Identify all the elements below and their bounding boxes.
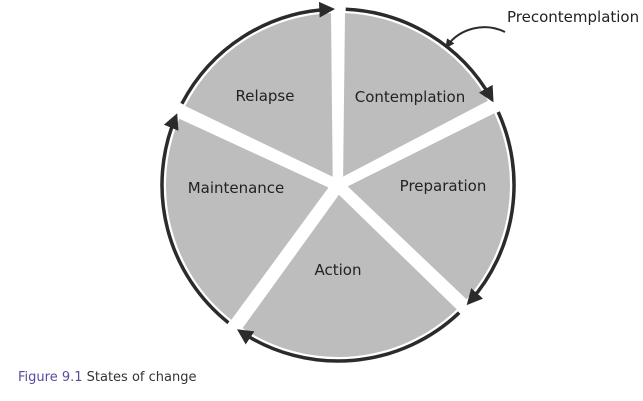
figure-title: States of change bbox=[86, 370, 197, 385]
figure-number: Figure 9.1 bbox=[18, 370, 83, 385]
arrow-preparation-to-action bbox=[466, 111, 516, 306]
stage-label-maintenance: Maintenance bbox=[188, 179, 285, 197]
stage-label-preparation: Preparation bbox=[400, 177, 487, 195]
stage-label-action: Action bbox=[315, 261, 362, 279]
cycle-arrows bbox=[160, 1, 516, 363]
segment-preparation bbox=[347, 113, 510, 300]
arrow-action-to-maintenance bbox=[236, 311, 461, 363]
stage-label-contemplation: Contemplation bbox=[355, 88, 466, 106]
segment-action bbox=[242, 194, 457, 357]
segment-contemplation bbox=[343, 13, 488, 177]
figure-caption: Figure 9.1 States of change bbox=[18, 370, 196, 385]
precontemplation-label: Precontemplation bbox=[507, 8, 639, 26]
arrow-contemplation-to-preparation bbox=[345, 7, 494, 103]
segment-relapse bbox=[185, 13, 333, 177]
arrow-relapse-to-contemplation bbox=[180, 1, 336, 105]
stage-label-relapse: Relapse bbox=[236, 87, 295, 105]
segment-maintenance bbox=[166, 118, 329, 320]
arrow-maintenance-to-relapse bbox=[160, 113, 230, 325]
precontemplation-arrow bbox=[445, 26, 506, 49]
stage-segments bbox=[166, 13, 510, 357]
